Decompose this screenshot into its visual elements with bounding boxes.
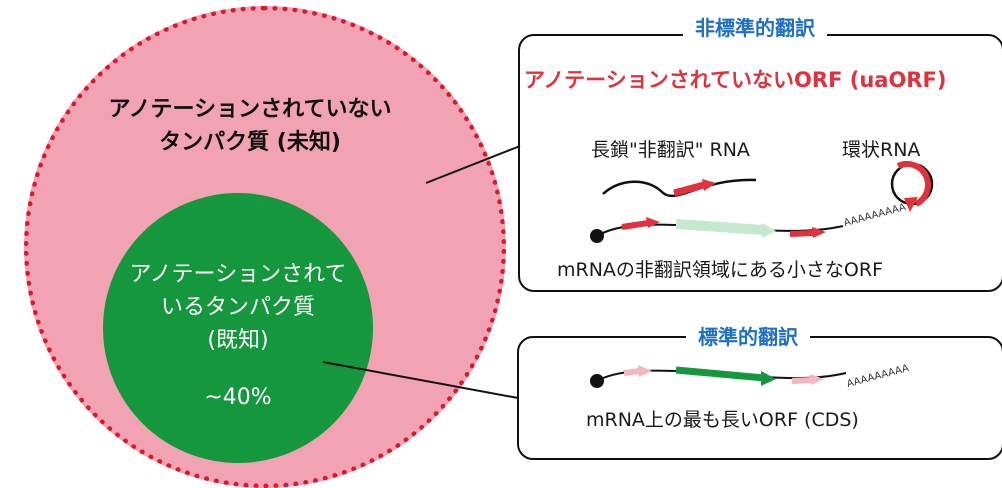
canonical-title: 標準的翻訳 (686, 321, 810, 350)
lncrna-strand (602, 178, 757, 198)
annotated-line2: いるタンパク質 (160, 295, 315, 320)
utr5-arrow (623, 368, 641, 376)
unannotated-line1: アノテーションされていない (108, 97, 392, 122)
uorf-arrowhead (646, 217, 660, 228)
utr-orf-label: mRNAの非翻訳領域にある小さなORF (557, 259, 884, 281)
lncrna-orf-arrow (673, 181, 705, 197)
annotated-proteins-circle (103, 193, 373, 463)
utr3-arrow (791, 377, 813, 384)
noncanonical-title: 非標準的翻訳 (683, 12, 827, 41)
cds-arrowhead (761, 371, 776, 386)
connector-lines (322, 145, 521, 399)
annotated-line3: (既知) (207, 328, 269, 353)
utr5-arrowhead (638, 365, 652, 377)
circrna-label: 環状RNA (842, 139, 921, 161)
dorf-arrow (789, 230, 815, 237)
circrna-orf-arrowhead (904, 197, 918, 212)
uorf-arrow (621, 220, 649, 230)
lncrna-label: 長鎖"非翻訳" RNA (591, 139, 750, 161)
connector-line-lower (322, 361, 519, 399)
cds-arrow (675, 366, 765, 382)
utr3-arrowhead (810, 374, 824, 385)
main-orf-light-arrowhead (762, 223, 776, 238)
unannotated-proteins-label: アノテーションされていない タンパク質 (未知) (75, 93, 425, 159)
annotated-proteins-label: アノテーションされて いるタンパク質 (既知) (103, 258, 373, 357)
noncanonical-diagram (590, 161, 934, 243)
cds-label: mRNA上の最も長いORF (CDS) (586, 409, 859, 431)
uaorf-subtitle: アノテーションされていないORF (uaORF) (524, 68, 947, 92)
circrna-orf-arc (896, 161, 931, 207)
dorf-arrowhead (812, 227, 826, 238)
annotated-percent: ~40% (204, 385, 272, 410)
connector-line-upper (425, 145, 521, 184)
lncrna-orf-arrowhead (702, 179, 716, 191)
canonical-diagram (590, 365, 847, 388)
annotated-line1: アノテーションされて (129, 262, 347, 287)
main-orf-light-arrow (675, 219, 765, 235)
unannotated-line2: タンパク質 (未知) (159, 130, 341, 155)
